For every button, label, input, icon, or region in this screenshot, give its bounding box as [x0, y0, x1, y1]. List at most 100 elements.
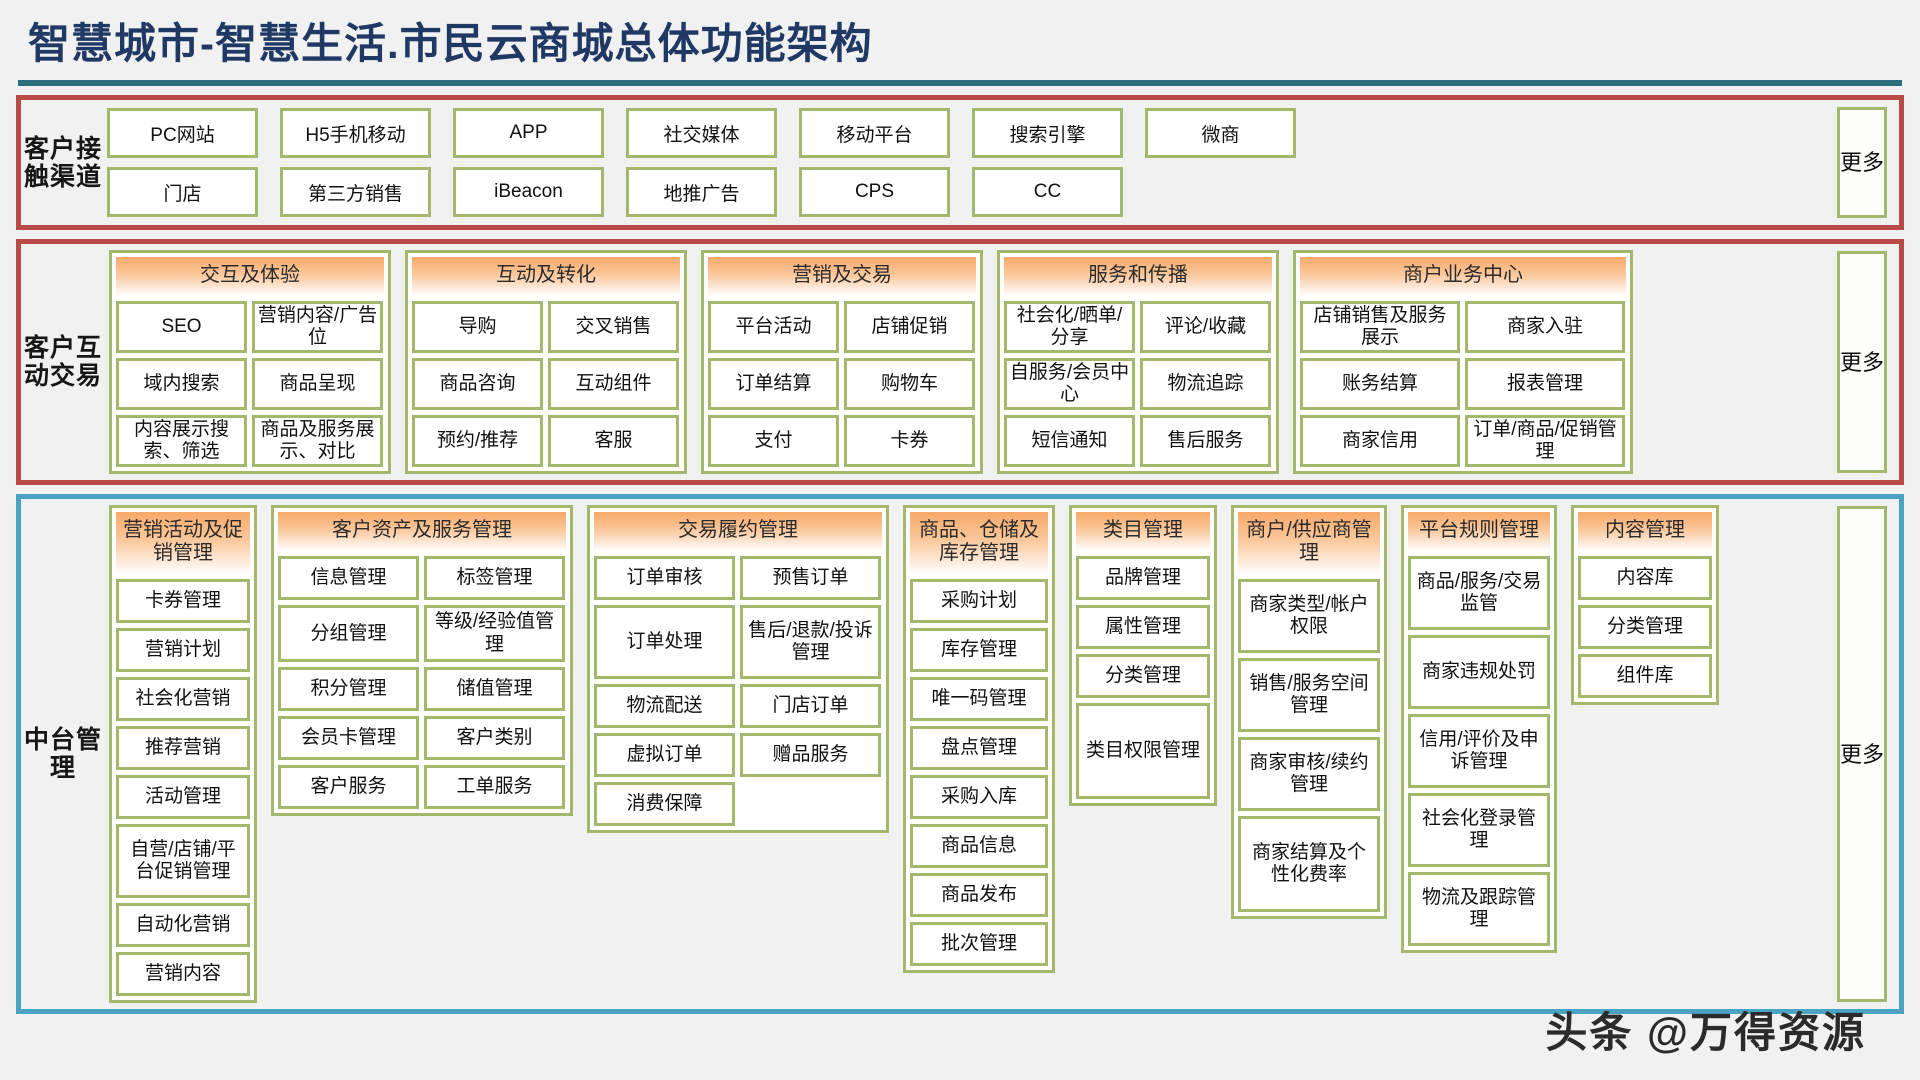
- feature-tile[interactable]: 商家类型/帐户权限: [1238, 579, 1380, 654]
- feature-tile[interactable]: 门店订单: [740, 684, 881, 729]
- feature-tile[interactable]: 商品发布: [910, 873, 1048, 918]
- more-button-middle-platform[interactable]: 更多: [1837, 506, 1887, 1003]
- feature-tile[interactable]: 交叉销售: [548, 301, 679, 354]
- group-tiles: 商家类型/帐户权限销售/服务空间管理商家审核/续约管理商家结算及个性化费率: [1238, 574, 1380, 913]
- feature-tile[interactable]: 分类管理: [1578, 605, 1712, 650]
- group-tiles: 社会化/晒单/分享评论/收藏自服务/会员中心物流追踪短信通知售后服务: [1004, 296, 1272, 468]
- feature-tile[interactable]: 预售订单: [740, 556, 881, 601]
- feature-tile[interactable]: 属性管理: [1076, 605, 1210, 650]
- feature-tile[interactable]: 订单处理: [594, 605, 735, 680]
- feature-tile[interactable]: 推荐营销: [116, 726, 250, 771]
- feature-tile[interactable]: 盘点管理: [910, 726, 1048, 771]
- feature-tile[interactable]: 自服务/会员中心: [1004, 358, 1135, 411]
- feature-tile[interactable]: 内容展示搜索、筛选: [116, 415, 247, 468]
- feature-tile[interactable]: 分类管理: [1076, 654, 1210, 699]
- channel-box[interactable]: CC: [972, 167, 1123, 218]
- channel-box[interactable]: 微商: [1145, 108, 1296, 159]
- feature-tile[interactable]: 客户类别: [424, 716, 565, 761]
- channel-box[interactable]: 门店: [107, 167, 258, 218]
- feature-tile[interactable]: 导购: [412, 301, 543, 354]
- feature-tile[interactable]: SEO: [116, 301, 247, 354]
- feature-tile[interactable]: 社会化营销: [116, 677, 250, 722]
- feature-tile[interactable]: 营销计划: [116, 628, 250, 673]
- feature-tile[interactable]: 订单审核: [594, 556, 735, 601]
- feature-tile[interactable]: 订单/商品/促销管理: [1465, 415, 1625, 468]
- feature-tile[interactable]: 卡券管理: [116, 579, 250, 624]
- feature-tile[interactable]: 类目权限管理: [1076, 703, 1210, 800]
- feature-tile[interactable]: 分组管理: [278, 605, 419, 663]
- feature-tile[interactable]: 店铺销售及服务展示: [1300, 301, 1460, 354]
- feature-tile[interactable]: 批次管理: [910, 922, 1048, 967]
- feature-tile[interactable]: 信息管理: [278, 556, 419, 601]
- channel-box[interactable]: PC网站: [107, 108, 258, 159]
- feature-tile[interactable]: 物流配送: [594, 684, 735, 729]
- feature-tile[interactable]: 内容库: [1578, 556, 1712, 601]
- feature-tile[interactable]: 库存管理: [910, 628, 1048, 673]
- feature-tile[interactable]: 店铺促销: [844, 301, 975, 354]
- feature-tile[interactable]: 工单服务: [424, 765, 565, 810]
- feature-tile[interactable]: 商品及服务展示、对比: [252, 415, 383, 468]
- channel-box[interactable]: H5手机移动: [280, 108, 431, 159]
- feature-tile[interactable]: 社会化登录管理: [1408, 793, 1550, 868]
- feature-tile[interactable]: 会员卡管理: [278, 716, 419, 761]
- feature-tile[interactable]: 商品呈现: [252, 358, 383, 411]
- feature-tile[interactable]: 域内搜索: [116, 358, 247, 411]
- feature-tile[interactable]: 支付: [708, 415, 839, 468]
- feature-tile[interactable]: 短信通知: [1004, 415, 1135, 468]
- feature-tile[interactable]: 商家信用: [1300, 415, 1460, 468]
- feature-tile[interactable]: 平台活动: [708, 301, 839, 354]
- feature-tile[interactable]: 订单结算: [708, 358, 839, 411]
- feature-tile[interactable]: 物流追踪: [1140, 358, 1271, 411]
- feature-tile[interactable]: 社会化/晒单/分享: [1004, 301, 1135, 354]
- feature-tile[interactable]: 营销内容: [116, 952, 250, 997]
- feature-tile[interactable]: 客服: [548, 415, 679, 468]
- feature-tile[interactable]: 评论/收藏: [1140, 301, 1271, 354]
- feature-tile[interactable]: 卡券: [844, 415, 975, 468]
- feature-tile[interactable]: 唯一码管理: [910, 677, 1048, 722]
- feature-tile[interactable]: 预约/推荐: [412, 415, 543, 468]
- feature-tile[interactable]: 售后服务: [1140, 415, 1271, 468]
- feature-tile[interactable]: 账务结算: [1300, 358, 1460, 411]
- feature-tile[interactable]: 客户服务: [278, 765, 419, 810]
- channel-box[interactable]: 社交媒体: [626, 108, 777, 159]
- channel-box[interactable]: 搜索引擎: [972, 108, 1123, 159]
- feature-tile[interactable]: 购物车: [844, 358, 975, 411]
- feature-tile[interactable]: 商家违规处罚: [1408, 635, 1550, 710]
- feature-tile[interactable]: 商品咨询: [412, 358, 543, 411]
- channel-box[interactable]: 第三方销售: [280, 167, 431, 218]
- feature-tile[interactable]: 赠品服务: [740, 733, 881, 778]
- feature-tile[interactable]: 销售/服务空间管理: [1238, 658, 1380, 733]
- feature-tile[interactable]: 商品/服务/交易监管: [1408, 556, 1550, 631]
- feature-tile[interactable]: 储值管理: [424, 667, 565, 712]
- feature-tile[interactable]: 采购入库: [910, 775, 1048, 820]
- feature-tile[interactable]: 报表管理: [1465, 358, 1625, 411]
- feature-tile[interactable]: 商品信息: [910, 824, 1048, 869]
- feature-tile[interactable]: 标签管理: [424, 556, 565, 601]
- feature-tile[interactable]: 物流及跟踪管理: [1408, 872, 1550, 947]
- channel-box[interactable]: 地推广告: [626, 167, 777, 218]
- group-header: 内容管理: [1578, 512, 1712, 552]
- feature-tile[interactable]: 积分管理: [278, 667, 419, 712]
- feature-tile[interactable]: 营销内容/广告位: [252, 301, 383, 354]
- more-button-channels[interactable]: 更多: [1837, 107, 1887, 219]
- feature-tile[interactable]: 自动化营销: [116, 903, 250, 948]
- more-button-interaction[interactable]: 更多: [1837, 251, 1887, 474]
- channel-box[interactable]: iBeacon: [453, 167, 604, 218]
- feature-tile[interactable]: 品牌管理: [1076, 556, 1210, 601]
- feature-tile[interactable]: 虚拟订单: [594, 733, 735, 778]
- feature-tile[interactable]: 商家结算及个性化费率: [1238, 816, 1380, 913]
- feature-tile[interactable]: 活动管理: [116, 775, 250, 820]
- feature-tile[interactable]: 等级/经验值管理: [424, 605, 565, 663]
- feature-tile[interactable]: 组件库: [1578, 654, 1712, 699]
- feature-tile[interactable]: 采购计划: [910, 579, 1048, 624]
- feature-tile[interactable]: 消费保障: [594, 782, 735, 827]
- feature-tile[interactable]: 互动组件: [548, 358, 679, 411]
- feature-tile[interactable]: 商家审核/续约管理: [1238, 737, 1380, 812]
- channel-box[interactable]: APP: [453, 108, 604, 159]
- channel-box[interactable]: 移动平台: [799, 108, 950, 159]
- feature-tile[interactable]: 信用/评价及申诉管理: [1408, 714, 1550, 789]
- channel-box[interactable]: CPS: [799, 167, 950, 218]
- feature-tile[interactable]: 售后/退款/投诉管理: [740, 605, 881, 680]
- feature-tile[interactable]: 商家入驻: [1465, 301, 1625, 354]
- feature-tile[interactable]: 自营/店铺/平台促销管理: [116, 824, 250, 899]
